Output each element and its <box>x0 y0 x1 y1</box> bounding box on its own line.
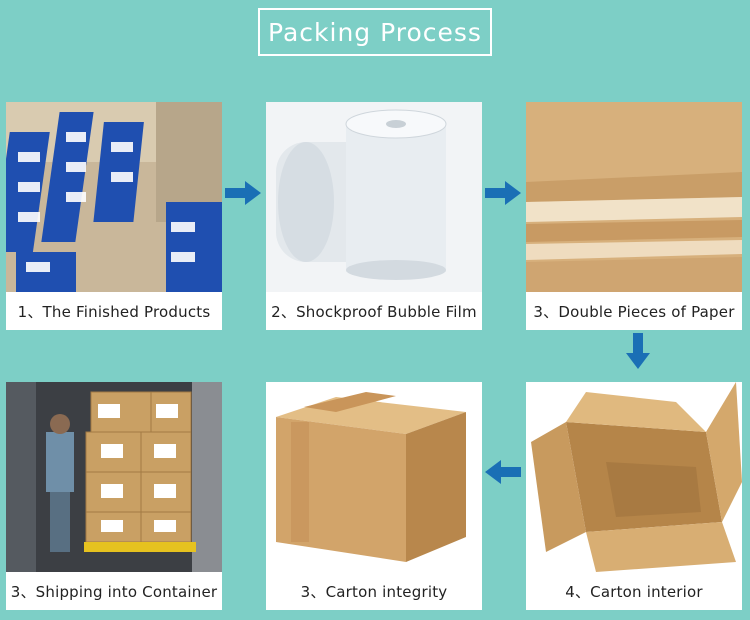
arrow-right-icon <box>225 181 261 205</box>
step-card-bubble-film: 2、Shockproof Bubble Film <box>266 102 482 330</box>
step-card-carton-integrity: 3、Carton integrity <box>266 382 482 610</box>
page-title: Packing Process <box>258 8 492 56</box>
arrow-left-icon <box>485 460 521 484</box>
arrow-right-icon <box>485 181 521 205</box>
arrow-down-icon <box>626 333 650 369</box>
step-caption: 2、Shockproof Bubble Film <box>271 302 477 321</box>
step-card-finished-products: 1、The Finished Products <box>6 102 222 330</box>
step-caption: 3、Double Pieces of Paper <box>533 302 735 321</box>
step-card-shipping-container: 3、Shipping into Container <box>6 382 222 610</box>
open-carton-photo <box>526 382 742 572</box>
finished-products-photo <box>6 102 222 292</box>
step-caption: 1、The Finished Products <box>17 302 211 321</box>
closed-carton-photo <box>266 382 482 572</box>
corrugated-paper-photo <box>526 102 742 292</box>
step-caption: 4、Carton interior <box>565 582 703 601</box>
step-caption: 3、Shipping into Container <box>10 582 218 601</box>
step-card-double-paper: 3、Double Pieces of Paper <box>526 102 742 330</box>
step-caption: 3、Carton integrity <box>300 582 448 601</box>
shipping-container-photo <box>6 382 222 572</box>
bubble-film-photo <box>266 102 482 292</box>
step-card-carton-interior: 4、Carton interior <box>526 382 742 610</box>
